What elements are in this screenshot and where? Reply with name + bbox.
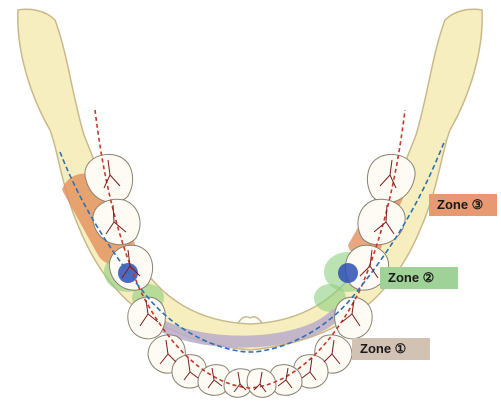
zone3-label: Zone ③ — [429, 194, 497, 216]
zone2-label: Zone ② — [380, 267, 458, 289]
mandible-midline-notch — [238, 317, 262, 323]
zone2-center-right — [338, 263, 358, 283]
zone1-label: Zone ① — [352, 338, 430, 360]
